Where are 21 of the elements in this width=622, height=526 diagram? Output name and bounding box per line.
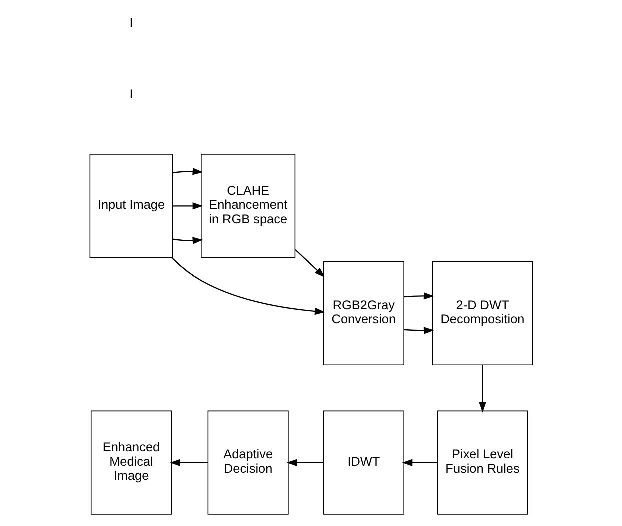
node-box: RGB2Gray Conversion	[322, 261, 404, 366]
arrow	[404, 327, 434, 334]
node-box: 2-D DWT Decomposition	[432, 261, 533, 366]
arrow	[294, 249, 325, 278]
arrow	[172, 202, 203, 210]
node-box: IDWT	[322, 410, 404, 515]
node-box: CLAHE Enhancement in RGB space	[200, 154, 296, 258]
node-box: Input Image	[89, 154, 173, 258]
arrow	[172, 237, 203, 244]
arrow	[286, 459, 324, 466]
node-box: Adaptive Decision	[207, 410, 288, 515]
node-box: Enhanced Medical Image	[90, 410, 172, 515]
arrow	[478, 365, 486, 413]
arrow	[171, 258, 325, 316]
label: I	[129, 86, 133, 102]
arrow	[170, 459, 208, 466]
arrow	[404, 292, 434, 300]
label: I	[129, 15, 133, 30]
arrow	[402, 459, 438, 466]
arrow	[172, 168, 203, 176]
node-box: Pixel Level Fusion Rules	[436, 410, 528, 515]
